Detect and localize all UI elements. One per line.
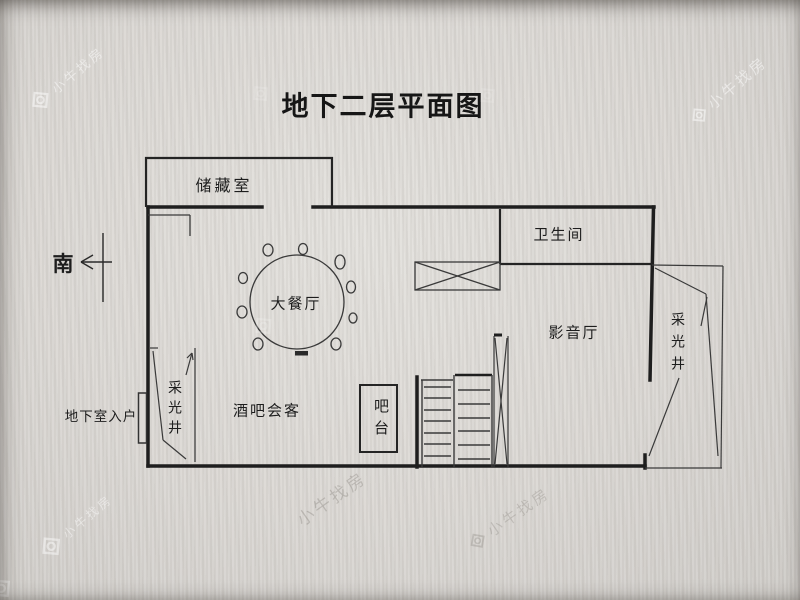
room-label-storage: 储藏室 [195,178,253,195]
crossed-shaft [414,261,501,291]
interior-wall-stub [148,214,191,236]
bar-counter-box [359,384,398,453]
dining-table [236,242,358,356]
room-label-light-well-left: 采光井 [167,380,183,440]
room-label-bathroom: 卫生间 [533,226,585,244]
compass-south-label: 南 [52,253,74,276]
stair-shaft [493,333,509,467]
outer-walls [146,205,656,470]
room-label-light-well-right: 采光井 [670,312,686,378]
light-well-left-lines [150,347,196,462]
room-label-bar-counter: 吧台 [372,398,389,442]
compass-arrow [80,233,112,302]
bathroom-walls [498,209,652,266]
room-label-dining: 大餐厅 [270,295,322,313]
dining-chairs [236,242,358,351]
table-side-seat [295,351,308,356]
staircase [421,373,493,467]
storage-room-walls [144,156,334,207]
light-well-right-lines [645,264,724,469]
room-label-entrance: 地下室入户 [64,409,138,424]
room-label-bar-lounge: 酒吧会客 [232,402,302,420]
entrance-door [137,392,148,444]
room-label-media-room: 影音厅 [548,324,600,342]
page-title: 地下二层平面图 [281,91,485,122]
